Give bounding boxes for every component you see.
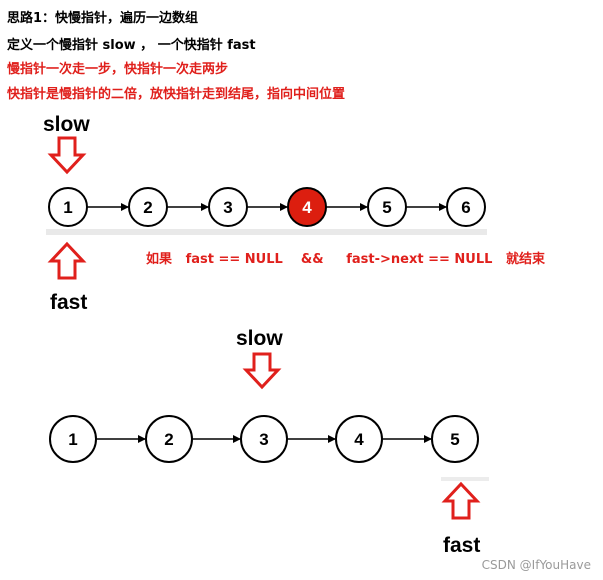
list-2-node-5: [431, 415, 479, 463]
end-condition-text: 如果 fast == NULL && fast->next == NULL 就结…: [146, 251, 546, 267]
list-2-node-label-5: 5: [450, 430, 459, 449]
fast-pointer-arrow-2: [441, 481, 481, 520]
list-1-node-label-1: 1: [63, 198, 72, 217]
slow-label-2: slow: [236, 327, 283, 350]
list-1-node-label-6: 6: [461, 198, 470, 217]
list-2-node-label-1: 1: [68, 430, 77, 449]
text-line-2: 定义一个慢指针 slow ， 一个快指针 fast: [7, 38, 256, 53]
list-1-node-label-4: 4: [302, 198, 312, 217]
list-2-baseline: [441, 477, 489, 481]
watermark: CSDN @IfYouHave: [481, 558, 591, 572]
list-1-node-label-2: 2: [143, 198, 152, 217]
fast-pointer-arrow-1: [47, 241, 87, 280]
list-2-node-label-4: 4: [354, 430, 364, 449]
text-line-1: 思路1：快慢指针，遍历一边数组: [7, 11, 199, 26]
slow-pointer-arrow-1: [47, 136, 87, 175]
text-line-3: 慢指针一次走一步，快指针一次走两步: [7, 62, 229, 77]
fast-label-1: fast: [50, 291, 87, 314]
list-2-node-label-2: 2: [164, 430, 173, 449]
list-1: 1 2 3 4 5 6: [48, 187, 486, 227]
list-2-node-label-3: 3: [259, 430, 268, 449]
slow-pointer-arrow-2: [242, 352, 282, 390]
fast-label-2: fast: [443, 534, 480, 557]
slow-label-1: slow: [43, 113, 90, 136]
list-1-node-label-5: 5: [382, 198, 391, 217]
list-1-node-6: [446, 187, 486, 227]
text-line-4: 快指针是慢指针的二倍，放快指针走到结尾，指向中间位置: [7, 87, 346, 102]
list-1-node-label-3: 3: [223, 198, 232, 217]
list-1-baseline: [46, 229, 487, 235]
list-2: 1 2 3 4 5: [49, 415, 479, 463]
